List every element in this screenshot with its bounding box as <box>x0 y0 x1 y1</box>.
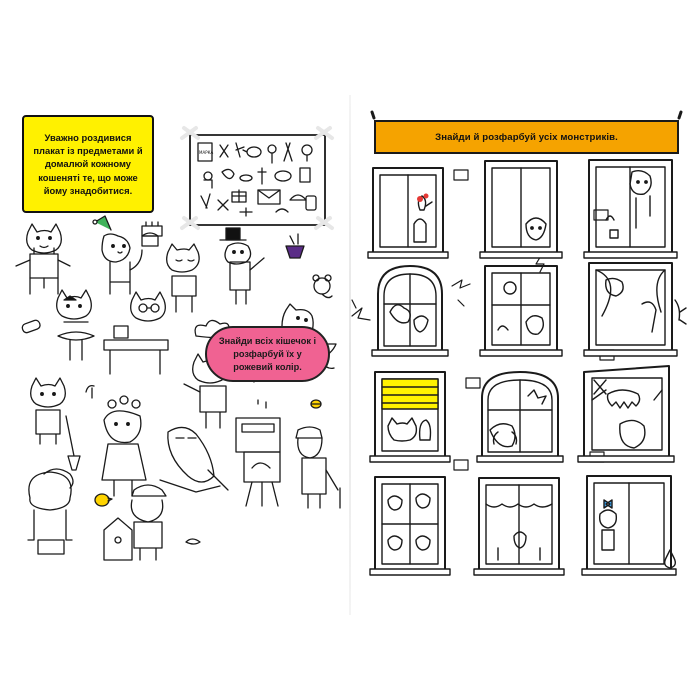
easel <box>244 452 280 506</box>
cat-sleepy <box>167 244 199 312</box>
right-page: Знайди й розфарбуй усіх монстриків. <box>350 0 700 700</box>
window-r3-right <box>578 366 674 462</box>
cat-overalls <box>16 224 70 294</box>
intro-callout: Уважно роздивися плакат із предметами й … <box>22 115 154 213</box>
cat-ballerina <box>57 290 94 360</box>
find-cats-text: Знайди всіх кішечок і розфарбуй їх у рож… <box>218 335 317 372</box>
birdhouse <box>104 518 132 560</box>
bee <box>311 400 321 408</box>
window-r1-left <box>368 168 448 258</box>
monsters-banner: Знайди й розфарбуй усіх монстриків. <box>374 120 679 154</box>
cat-cap <box>131 485 166 560</box>
window-r2-right <box>584 263 686 356</box>
window-r1-middle <box>480 161 562 258</box>
window-r2-middle <box>480 266 562 356</box>
mouse <box>313 275 332 298</box>
cake <box>142 222 162 236</box>
window-r2-left <box>372 266 448 356</box>
cat-old <box>296 427 340 508</box>
window-r1-right <box>584 160 677 258</box>
bottle <box>21 319 41 334</box>
left-page: МАРКА <box>0 0 350 700</box>
cat-laptop <box>104 292 168 374</box>
cats-illustration: МАРКА <box>0 0 350 700</box>
cat-party-hat <box>93 216 158 294</box>
find-cats-callout: Знайди всіх кішечок і розфарбуй їх у рож… <box>205 326 330 382</box>
windows-illustration <box>350 0 700 700</box>
cat-flower-crown <box>102 396 146 496</box>
window-r3-middle <box>477 372 563 462</box>
items-poster: МАРКА <box>182 128 332 228</box>
intro-text: Уважно роздивися плакат із предметами й … <box>33 131 143 196</box>
oven <box>236 400 280 452</box>
chick <box>95 494 112 506</box>
window-r4-right <box>582 476 676 575</box>
poster-label: МАРКА <box>199 150 213 155</box>
cat-sunbathing <box>160 427 228 492</box>
wall-bricks <box>352 170 614 470</box>
cat-yoga <box>28 469 73 554</box>
banner-text: Знайди й розфарбуй усіх монстриків. <box>435 131 618 143</box>
page-gutter <box>349 95 351 615</box>
yellow-shutter <box>382 379 438 409</box>
cat-shovel <box>31 378 94 470</box>
cat-magician <box>220 228 304 304</box>
window-r4-left <box>370 477 450 575</box>
window-r3-left <box>370 372 450 462</box>
bird <box>186 539 200 544</box>
window-r4-middle <box>474 478 564 575</box>
